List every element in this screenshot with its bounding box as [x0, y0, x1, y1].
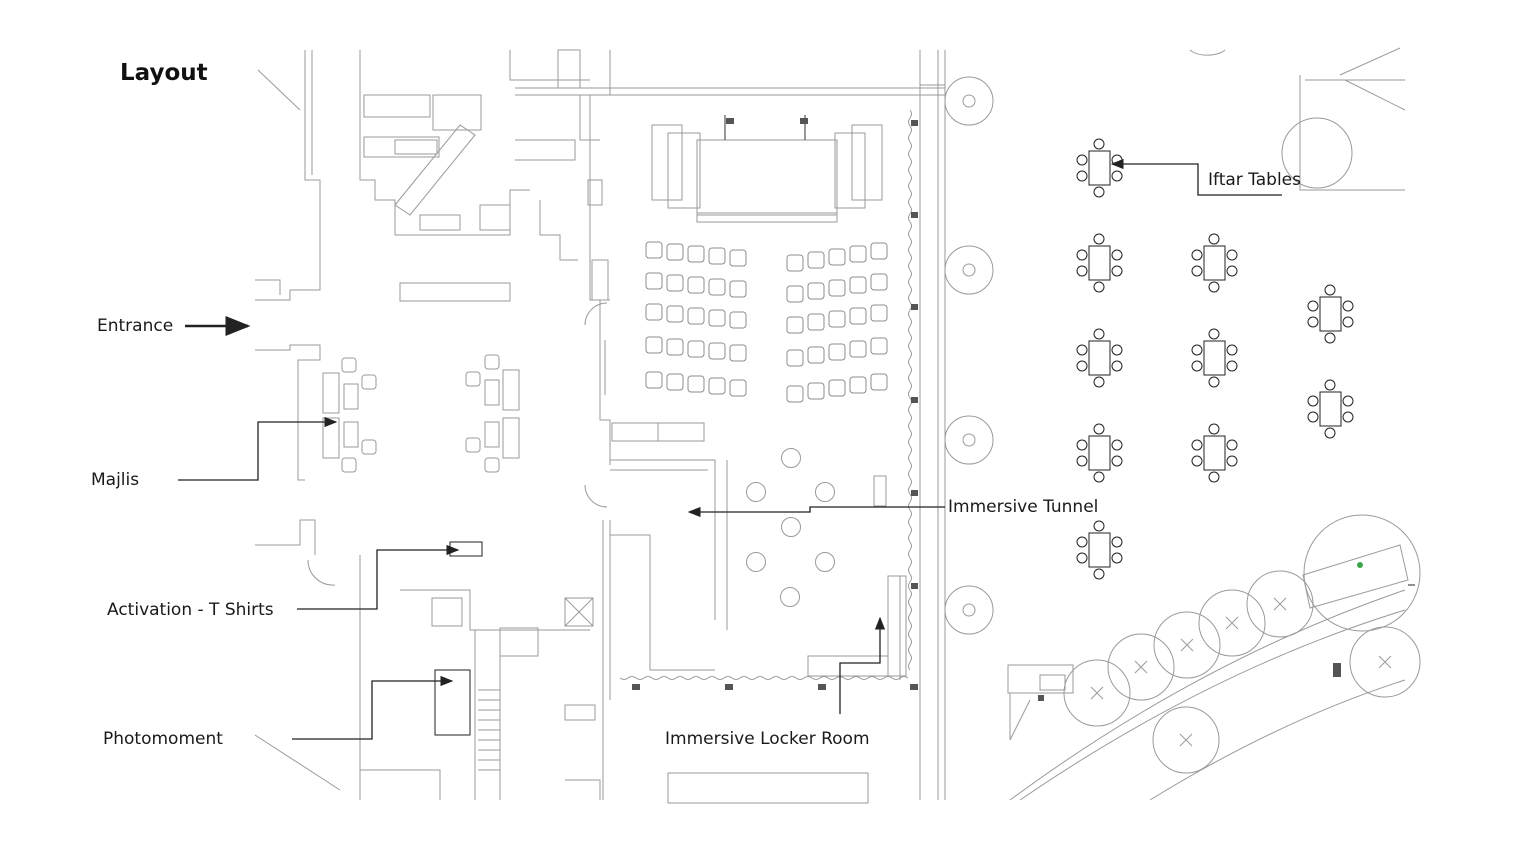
- tunnel-leader: [687, 506, 945, 518]
- iftar-table: [1191, 328, 1238, 388]
- entrance-label: Entrance: [97, 316, 174, 336]
- iftar-table: [1076, 520, 1123, 580]
- immersive-locker-room-label: Immersive Locker Room: [665, 729, 870, 749]
- iftar-table: [1076, 423, 1123, 483]
- iftar-table: [1076, 328, 1123, 388]
- iftar-table: [1307, 284, 1354, 344]
- activation-leader: [297, 544, 460, 610]
- iftar-table: [1191, 423, 1238, 483]
- iftar-table: [1191, 233, 1238, 293]
- iftar-table: [1076, 233, 1123, 293]
- photomoment-label: Photomoment: [103, 729, 223, 749]
- immersive-tunnel-label: Immersive Tunnel: [948, 497, 1099, 517]
- majlis-leader: [178, 416, 338, 481]
- activation-label: Activation - T Shirts: [107, 600, 274, 620]
- locker-room-leader: [839, 616, 886, 714]
- iftar-table: [1307, 379, 1354, 439]
- iftar-tables-label: Iftar Tables: [1208, 170, 1301, 190]
- iftar-leader: [1110, 158, 1282, 196]
- majlis-label: Majlis: [91, 470, 140, 490]
- page-title: Layout: [120, 60, 208, 86]
- photomoment-leader: [292, 675, 454, 740]
- iftar-table: [1076, 138, 1123, 198]
